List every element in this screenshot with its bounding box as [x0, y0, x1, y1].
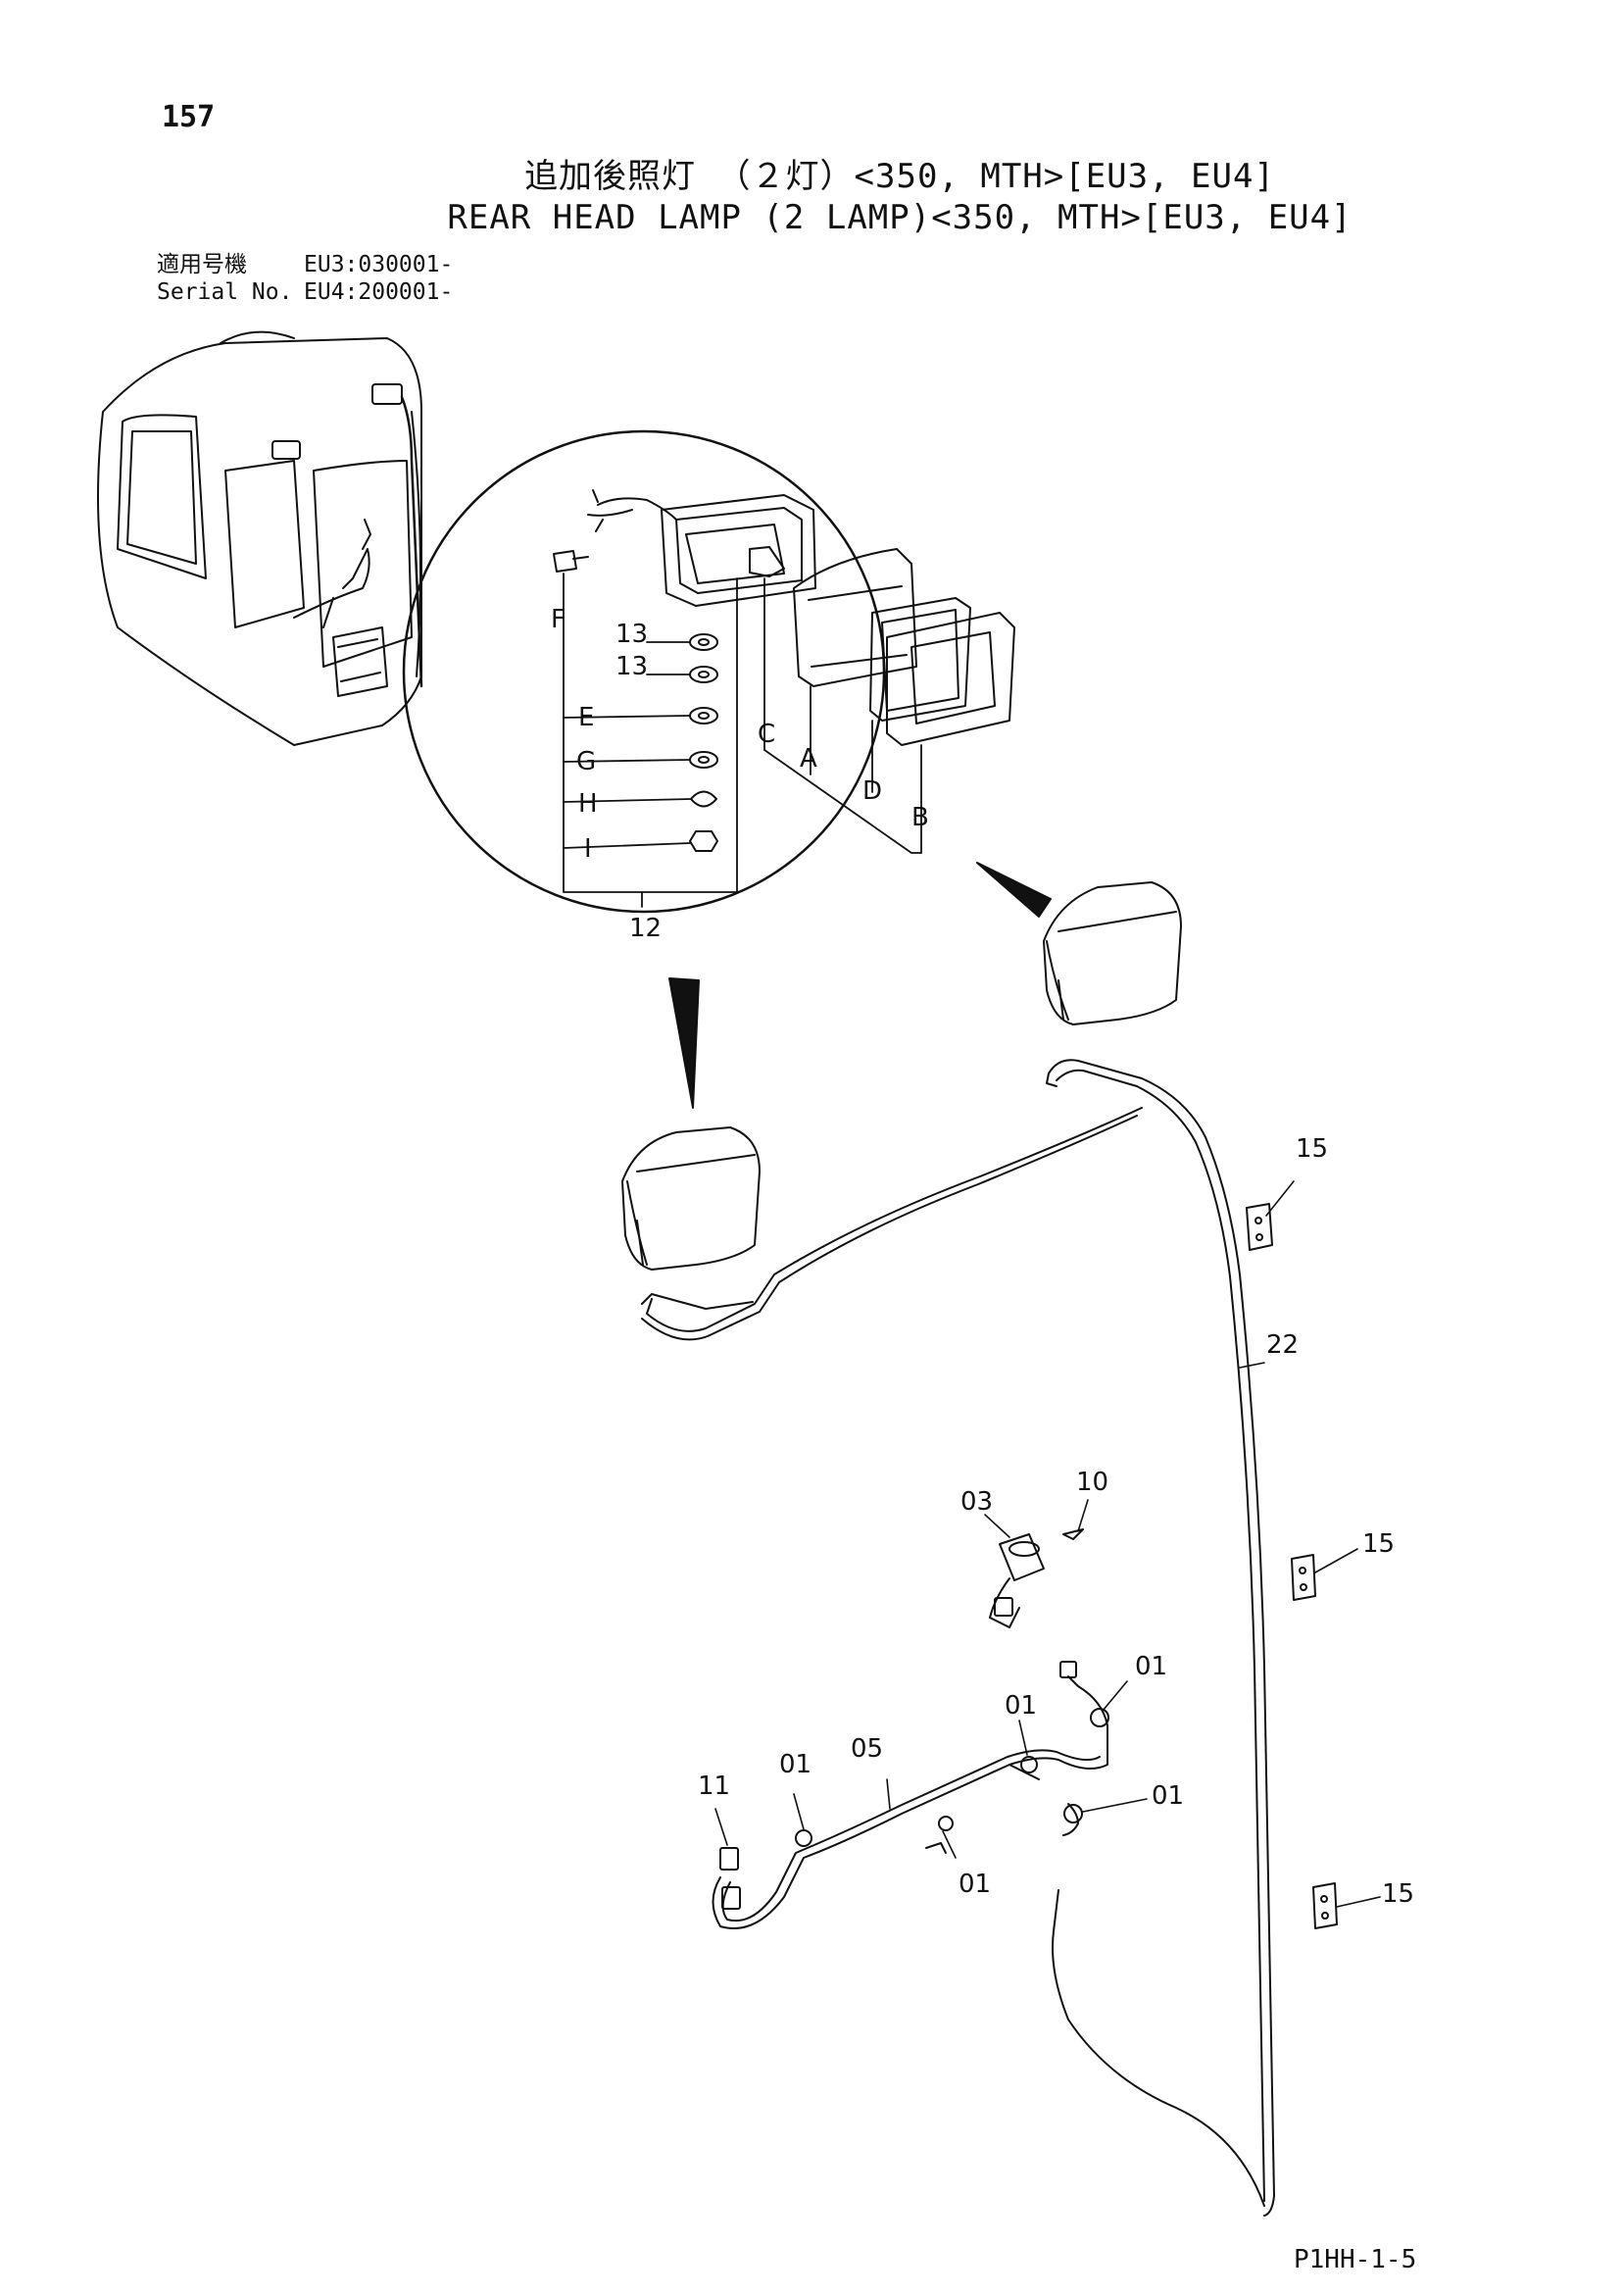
spring-washer-h-icon: [690, 790, 717, 808]
callout-01-upper: 01: [1005, 1691, 1037, 1721]
nut-i-icon: [689, 830, 718, 852]
callout-h: H: [578, 789, 598, 819]
serial-label-jp: 適用号機: [157, 252, 247, 277]
clip-10-icon: [1062, 1528, 1084, 1540]
callout-g: G: [576, 747, 596, 776]
callout-11: 11: [698, 1772, 730, 1801]
serial-label-en: Serial No.: [157, 279, 293, 305]
harness-lower-branch-icon: [1052, 1889, 1265, 2207]
callout-01-right: 01: [1152, 1781, 1184, 1811]
callout-10: 10: [1076, 1468, 1108, 1497]
washer-13a-icon: [689, 633, 718, 651]
connector-11-icon: [719, 1847, 741, 1910]
serial-eu4: EU4:200001-: [304, 279, 454, 305]
page-title-english: REAR HEAD LAMP (2 LAMP)<350, MTH>[EU3, E…: [447, 198, 1352, 237]
callout-i: I: [584, 834, 592, 864]
callout-c: C: [758, 720, 775, 749]
callout-b: B: [911, 803, 929, 832]
callout-a: A: [800, 744, 817, 774]
gasket-icon: [869, 597, 971, 722]
callout-01-lower: 01: [959, 1870, 991, 1899]
lens-icon: [793, 548, 917, 687]
callout-05: 05: [851, 1734, 883, 1764]
callout-e: E: [578, 703, 594, 732]
callout-13-a: 13: [615, 620, 648, 649]
page-number: 157: [162, 100, 216, 134]
callout-22: 22: [1266, 1330, 1299, 1360]
callout-01-left: 01: [779, 1750, 812, 1779]
harness-22-icon: [641, 1059, 1275, 2217]
cab-lamp-right-icon: [371, 383, 403, 405]
pointer-right-icon: [976, 862, 1052, 918]
callout-d: D: [862, 776, 882, 806]
bracket-15-top-icon: [1246, 1203, 1273, 1251]
lamp-left-icon: [621, 1126, 761, 1271]
washer-13b-icon: [689, 666, 718, 683]
callout-13-b: 13: [615, 652, 648, 681]
callout-15-bottom: 15: [1382, 1879, 1414, 1909]
bolt-icon: [553, 550, 589, 573]
pointer-left-icon: [668, 977, 700, 1109]
callout-01-upper-right: 01: [1135, 1652, 1167, 1681]
harness-05-icon: [712, 1661, 1109, 1929]
switch-03-icon: [989, 1533, 1045, 1628]
callout-03: 03: [960, 1487, 993, 1517]
washer-e-icon: [689, 707, 718, 724]
callout-15-top: 15: [1296, 1134, 1328, 1164]
lamp-right-icon: [1043, 881, 1182, 1025]
detail-magnifier: [402, 429, 1015, 914]
page-title-japanese: 追加後照灯 （２灯）<350, MTH>[EU3, EU4]: [524, 157, 1275, 196]
bulb-socket-icon: [749, 546, 785, 577]
washer-g-icon: [689, 751, 718, 769]
lamp-housing-icon: [661, 494, 816, 607]
callout-15-mid: 15: [1362, 1529, 1395, 1559]
bracket-15-bottom-icon: [1312, 1882, 1338, 1929]
callout-12: 12: [629, 914, 662, 943]
document-code: P1HH-1-5: [1294, 2245, 1417, 2274]
cab-lamp-left-icon: [271, 440, 301, 460]
serial-number-block: 適用号機 EU3:030001- Serial No. EU4:200001-: [157, 251, 453, 306]
bracket-15-mid-icon: [1291, 1554, 1316, 1601]
serial-eu3: EU3:030001-: [304, 252, 454, 277]
cab-overview: [97, 330, 423, 746]
frame-icon: [886, 612, 1015, 746]
callout-f: F: [551, 605, 566, 634]
